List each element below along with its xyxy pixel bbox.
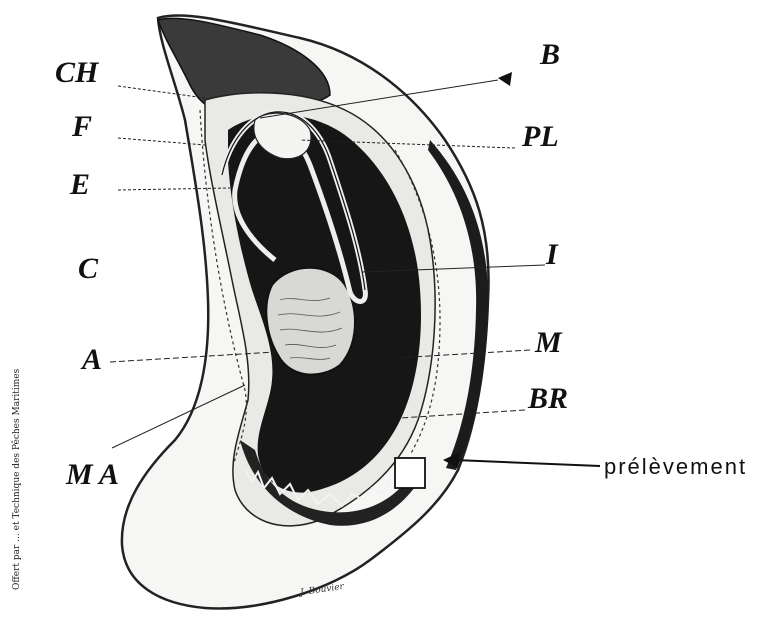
b-arrow-head bbox=[498, 72, 512, 86]
label-ma: M A bbox=[66, 460, 119, 490]
label-prelevement: prélèvement bbox=[604, 456, 747, 478]
label-f: F bbox=[72, 112, 92, 142]
label-pl: PL bbox=[522, 122, 559, 152]
label-i: I bbox=[546, 240, 558, 270]
label-b: B bbox=[540, 40, 560, 70]
label-br: BR bbox=[528, 384, 568, 414]
label-ch: CH bbox=[55, 58, 98, 88]
label-m: M bbox=[535, 328, 562, 358]
label-c: C bbox=[78, 254, 98, 284]
sample-box bbox=[395, 458, 425, 488]
label-e: E bbox=[70, 170, 90, 200]
credit-text: Offert par ... et Technique des Pêches M… bbox=[12, 369, 22, 590]
label-a: A bbox=[82, 345, 102, 375]
prelevement-arrow-line bbox=[455, 460, 600, 466]
